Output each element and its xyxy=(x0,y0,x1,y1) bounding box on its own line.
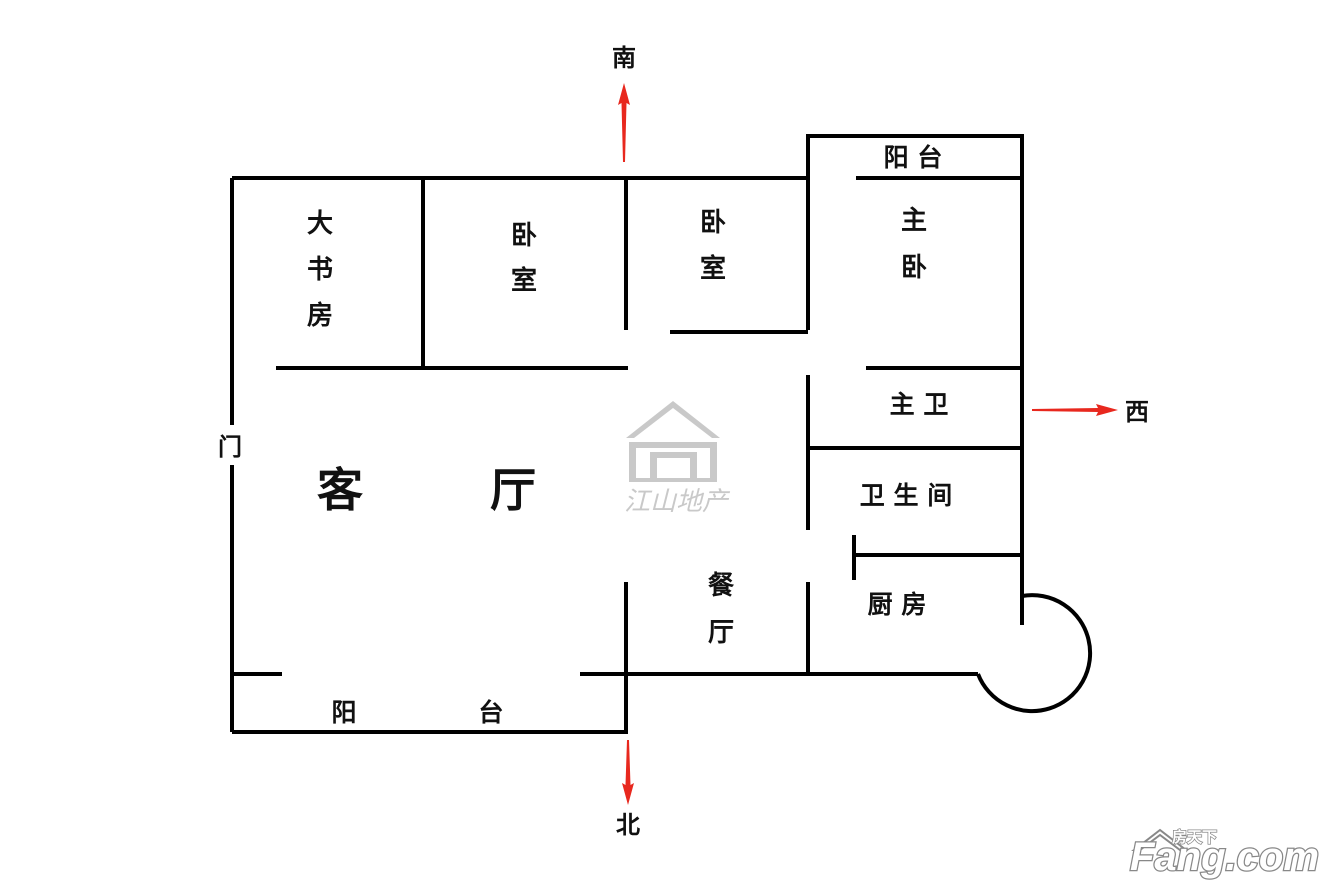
house-icon xyxy=(626,401,720,482)
watermark-text: Fang.com xyxy=(1130,835,1319,879)
balcony-top-label: 阳 台 xyxy=(884,143,943,172)
fang-watermark: Fang.com 房天下 xyxy=(1129,827,1320,880)
compass-south-label: 南 xyxy=(612,44,636,72)
master-bedroom-label-1: 主 xyxy=(901,206,927,236)
master-bath-label: 主 卫 xyxy=(890,390,949,419)
watermark-subtext: 房天下 xyxy=(1172,828,1217,846)
study-label-2: 书 xyxy=(307,255,333,285)
room-labels: 大 书 房 卧 室 卧 室 主 卧 阳 台 主 卫 卫 生 间 厨 房 客 厅 … xyxy=(307,143,952,727)
dining-room-label-1: 餐 xyxy=(708,571,735,601)
master-bedroom-label-2: 卧 xyxy=(901,253,927,283)
compass: 南 北 西 门 xyxy=(218,44,1149,839)
compass-north-label: 北 xyxy=(616,811,640,839)
bathroom-label: 卫 生 间 xyxy=(860,481,952,510)
agency-logo: 江山地产 xyxy=(624,401,731,517)
arrow-north-icon xyxy=(622,740,634,805)
kitchen-label: 厨 房 xyxy=(868,590,927,619)
logo-text: 江山地产 xyxy=(624,487,731,517)
study-label-3: 房 xyxy=(307,301,333,331)
study-label-1: 大 xyxy=(307,209,333,239)
walls xyxy=(230,134,1093,734)
bedroom1-label-2: 室 xyxy=(511,265,537,296)
kitchen-bay-arc xyxy=(976,593,1093,714)
living-room-label-2: 厅 xyxy=(490,463,536,517)
balcony-bottom-label-2: 台 xyxy=(478,698,503,727)
bedroom1-label-1: 卧 xyxy=(511,221,537,251)
balcony-bottom-label-1: 阳 xyxy=(331,698,356,727)
fang-logo-icon xyxy=(1131,828,1189,851)
compass-west-label: 西 xyxy=(1125,398,1149,426)
top-balcony-box xyxy=(806,134,1024,625)
arrow-west-icon xyxy=(1032,404,1118,416)
dining-room-label-2: 厅 xyxy=(708,618,734,648)
bedroom2-label-2: 室 xyxy=(700,253,726,284)
bedroom2-label-1: 卧 xyxy=(700,208,726,238)
door-label: 门 xyxy=(218,433,242,461)
arrow-south-icon xyxy=(618,83,630,162)
living-room-label-1: 客 xyxy=(317,463,363,517)
